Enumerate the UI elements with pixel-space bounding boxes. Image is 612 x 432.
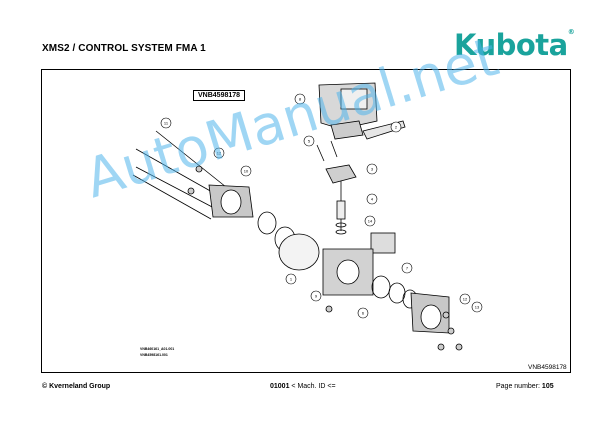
- seat-ring: [370, 232, 396, 254]
- callout-2: 2: [390, 121, 402, 133]
- actuator-top: [340, 88, 368, 110]
- kubota-logo: Kubota®: [454, 28, 575, 62]
- parts-diagram: 8 2 5 3 4 14 11 12 10 1 9 7 6 12 13: [132, 82, 483, 351]
- svg-text:13: 13: [475, 305, 480, 310]
- svg-text:2: 2: [395, 125, 398, 130]
- svg-text:5: 5: [308, 139, 311, 144]
- footer-code: 01001: [270, 383, 290, 390]
- svg-text:9: 9: [315, 294, 318, 299]
- page-title: XMS2 / CONTROL SYSTEM FMA 1: [42, 43, 206, 54]
- callout-14: 14: [364, 215, 376, 227]
- ref-label-bottom: VNB4598178: [528, 364, 567, 371]
- page-number: 105: [541, 383, 554, 390]
- bottom-left-label-2: VNB4598161.001: [140, 353, 168, 357]
- callout-9: 9: [310, 290, 322, 302]
- callout-7: 7: [401, 262, 413, 274]
- svg-text:12: 12: [217, 151, 222, 156]
- bracket: [325, 164, 357, 184]
- callout-13: 13: [471, 301, 483, 313]
- callout-5: 5: [303, 135, 315, 147]
- callout-8: 8: [294, 93, 306, 105]
- svg-text:11: 11: [164, 121, 169, 126]
- callouts: 8 2 5 3 4 14 11 12 10 1 9 7 6 12 13: [160, 93, 483, 319]
- svg-text:3: 3: [371, 167, 374, 172]
- svg-text:6: 6: [362, 311, 365, 316]
- callout-11: 11: [160, 117, 172, 129]
- svg-text:10: 10: [244, 169, 249, 174]
- svg-text:8: 8: [299, 97, 302, 102]
- svg-text:4: 4: [371, 197, 374, 202]
- callout-3: 3: [366, 163, 378, 175]
- svg-text:1: 1: [290, 277, 293, 282]
- callout-12b: 12: [459, 293, 471, 305]
- callout-10: 10: [240, 165, 252, 177]
- bottom-left-label-1: VNB460161_A01.001: [140, 347, 175, 351]
- footer-mach-id: < Mach. ID <=: [289, 383, 336, 390]
- ref-label: VNB4598178: [193, 90, 246, 101]
- valve-ball: [278, 233, 320, 271]
- callout-6: 6: [357, 307, 369, 319]
- footer-right: Page number: 105: [496, 383, 554, 390]
- page-number-label: Page number:: [496, 383, 542, 390]
- logo-mark: ®: [567, 28, 575, 36]
- svg-text:7: 7: [406, 266, 409, 271]
- callout-4: 4: [366, 193, 378, 205]
- svg-text:14: 14: [368, 219, 373, 224]
- callout-12: 12: [213, 147, 225, 159]
- logo-text: Kubota: [454, 28, 568, 62]
- diagram-frame: [41, 69, 571, 373]
- callout-1: 1: [285, 273, 297, 285]
- actuator-base: [330, 120, 364, 140]
- svg-text:12: 12: [463, 297, 468, 302]
- footer-left: © Kverneland Group: [42, 383, 111, 390]
- footer-middle: 01001 < Mach. ID <=: [270, 383, 336, 390]
